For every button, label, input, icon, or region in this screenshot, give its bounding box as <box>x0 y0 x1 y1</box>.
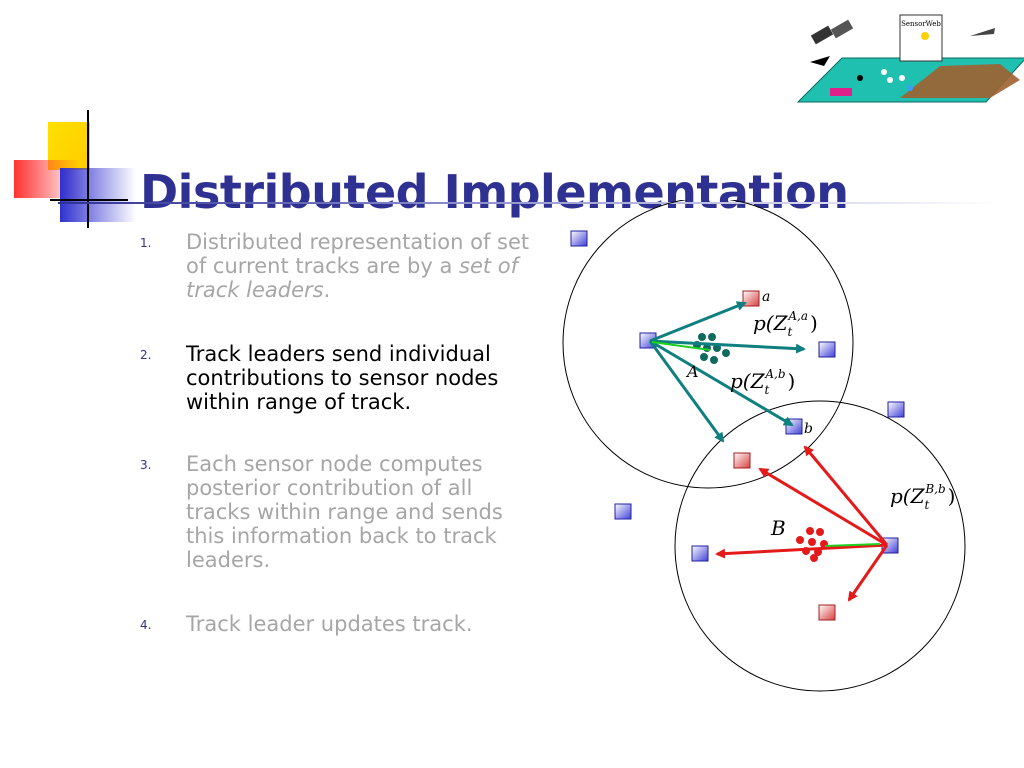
formula-close: ) <box>788 369 796 393</box>
sensor-node-blue <box>818 341 836 358</box>
item-number: 4. <box>140 618 152 632</box>
node-label-b: b <box>804 421 813 437</box>
satellite-icon <box>810 25 834 45</box>
arrow <box>758 467 888 547</box>
sensorweb-box <box>899 14 943 62</box>
formula-base: p(Z <box>890 484 926 508</box>
sensor-dot <box>857 75 863 81</box>
particle <box>806 527 814 535</box>
formula-sup: B,b <box>924 482 945 496</box>
particle <box>700 353 708 361</box>
arrow <box>715 543 888 559</box>
formula-sub: t <box>788 325 793 339</box>
particle <box>810 554 818 562</box>
sensor-node-a <box>742 290 760 307</box>
track-b-arrows <box>715 445 889 602</box>
formula-base: p(Z <box>753 311 789 335</box>
particle <box>708 333 716 341</box>
arrow <box>847 544 889 602</box>
track-a-arrows <box>648 301 806 443</box>
node-label-a: a <box>762 289 770 305</box>
arrow <box>648 340 725 443</box>
formula-sub: t <box>765 383 770 397</box>
sensor-dot <box>907 85 913 91</box>
formula-sub: t <box>925 498 930 512</box>
formula-b-b: p(Zt B,b) <box>890 482 955 512</box>
item-text-emphasis: set of track leaders <box>186 254 519 302</box>
range-circle-b <box>674 400 966 692</box>
track-label-b: B <box>770 516 786 540</box>
corner-decoration <box>14 110 136 228</box>
particle <box>722 349 730 357</box>
item-text-main: Distributed representation of set of cur… <box>186 230 530 278</box>
sensorweb-label: SensorWeb <box>901 20 941 28</box>
sensor-dot <box>881 69 887 75</box>
item-text: Track leaders send individual contributi… <box>186 342 499 414</box>
sensor-node-blue <box>691 545 709 562</box>
page-title: Distributed Implementation <box>140 164 849 219</box>
formula-sup: A,a <box>787 309 808 323</box>
sensor-node-red <box>733 452 751 469</box>
formula-base: p(Z <box>730 369 766 393</box>
particle <box>796 536 804 544</box>
sensor-dot <box>899 75 905 81</box>
map-block <box>830 88 852 96</box>
sensor-node-blue <box>614 503 632 520</box>
sensorweb-logo: SensorWeb <box>796 14 1024 103</box>
sensor-node-blue <box>570 230 588 247</box>
sensor-bulb-icon <box>921 32 929 40</box>
item-number: 1. <box>140 236 152 250</box>
formula-close: ) <box>948 484 956 508</box>
particle <box>710 356 718 364</box>
tracking-diagram: a A b B p(ZtA,a) p(ZtA,b) p(ZtB,b) <box>562 200 966 692</box>
sensor-dot <box>887 77 893 83</box>
item-number: 2. <box>140 348 152 362</box>
formula-a-a: p(Zt A,a) <box>753 309 818 339</box>
item-text: Track leader updates track. <box>186 612 473 636</box>
sensor-node-blue <box>887 401 905 418</box>
formula-sup: A,b <box>764 367 785 381</box>
formula-a-b: p(Zt A,b) <box>730 367 795 397</box>
item-number: 3. <box>140 458 152 472</box>
arrow-to-a <box>649 301 747 343</box>
formula-close: ) <box>810 311 818 335</box>
item-text: Distributed representation of set of cur… <box>186 230 536 302</box>
arrow <box>649 339 806 354</box>
particle <box>808 538 816 546</box>
airplane-icon <box>810 56 830 66</box>
velocity-vector-a <box>651 341 711 351</box>
aircraft-icon <box>970 28 995 36</box>
track-b-particles <box>796 527 828 562</box>
item-text: Each sensor node computes posterior cont… <box>186 452 503 572</box>
arrow-to-b <box>803 445 889 546</box>
range-circle-a <box>562 200 854 489</box>
title-underline <box>58 202 998 204</box>
particle <box>816 528 824 536</box>
track-label-a: A <box>685 362 699 381</box>
satellite-panel-icon <box>830 19 854 39</box>
sensor-node-red <box>818 604 836 621</box>
terrain-patch <box>900 64 1020 98</box>
arrow-to-b <box>649 339 794 427</box>
particle <box>698 333 706 341</box>
velocity-vector-b <box>824 543 881 547</box>
item-text-suffix: . <box>323 278 331 302</box>
